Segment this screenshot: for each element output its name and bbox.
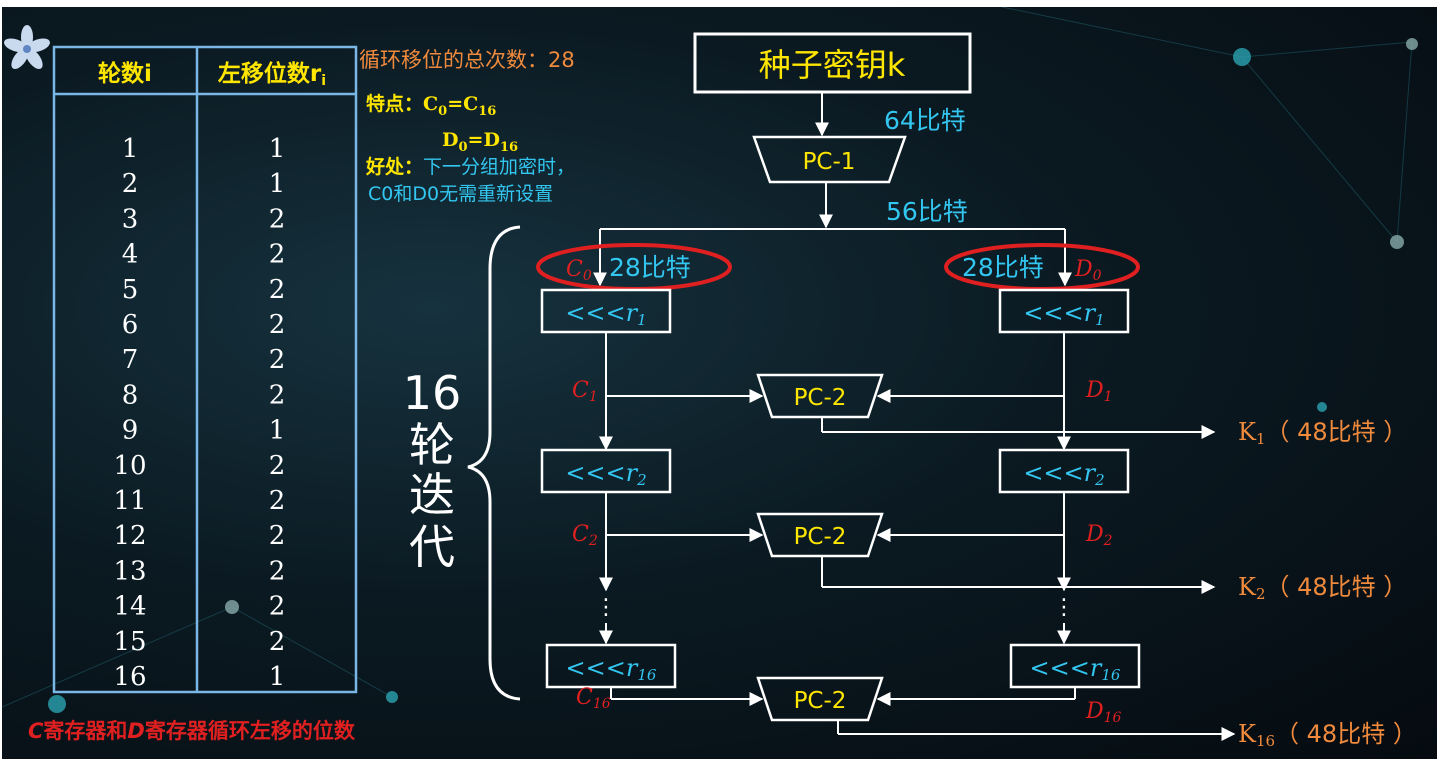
- table-cell-round: 1: [122, 134, 139, 164]
- shift-box-label: <<<r1: [1023, 299, 1104, 329]
- table-cell-round: 11: [113, 486, 146, 516]
- table-cell-round: 2: [122, 169, 139, 199]
- c-register-label: C2: [572, 522, 598, 549]
- feature-c-equation: 特点：C0=C16: [366, 93, 496, 119]
- table-cell-round: 6: [122, 310, 139, 340]
- rounds-label-char: 代: [409, 520, 455, 574]
- table-header-round: 轮数i: [98, 60, 152, 87]
- table-cell-round: 14: [113, 592, 146, 622]
- pc1-label: PC-1: [803, 149, 856, 175]
- d-register-label: D16: [1085, 699, 1122, 726]
- d-register-label: D1: [1085, 378, 1113, 405]
- table-cell-round: 15: [113, 627, 146, 657]
- ellipsis-right: ⋮: [1053, 595, 1075, 620]
- bits-56-label: 56比特: [886, 197, 968, 226]
- table-cell-shift: 2: [269, 451, 286, 481]
- table-cell-round: 5: [122, 275, 139, 305]
- table-cell-shift: 2: [269, 204, 286, 234]
- table-cell-shift: 1: [269, 169, 286, 199]
- seed-key-label: 种子密钥k: [759, 46, 906, 84]
- subkey-label: K1（ 48比特 ）: [1238, 418, 1407, 448]
- table-cell-round: 3: [122, 204, 139, 234]
- pc2-box: [756, 512, 884, 558]
- pc2-label: PC-2: [794, 688, 847, 714]
- rounds-label-char: 迭: [409, 468, 455, 522]
- table-cell-shift: 2: [269, 521, 286, 551]
- table-caption: C寄存器和D寄存器循环左移的位数: [28, 719, 356, 743]
- table-cell-round: 8: [122, 380, 139, 410]
- pc1-box: [752, 135, 907, 184]
- ellipsis-left: ⋮: [595, 595, 617, 620]
- benefit-line-2: C0和D0无需重新设置: [368, 183, 553, 205]
- shift-box-label: <<<r2: [565, 459, 646, 489]
- rounds-label-char: 16: [403, 366, 462, 420]
- shift-box-label: <<<r16: [566, 654, 657, 684]
- table-cell-shift: 2: [269, 380, 286, 410]
- table-cell-shift: 2: [269, 592, 286, 622]
- background-network: [2, 7, 1413, 708]
- table-cell-shift: 1: [269, 662, 286, 692]
- table-cell-round: 13: [113, 556, 146, 586]
- table-cell-round: 9: [122, 416, 139, 446]
- total-shifts-note: 循环移位的总次数：28: [359, 48, 575, 72]
- benefit-line-1: 好处：下一分组加密时，: [365, 155, 575, 178]
- shift-box-label: <<<r16: [1030, 654, 1121, 684]
- notes: 循环移位的总次数：28 特点：C0=C16 D0=D16 好处：下一分组加密时，…: [359, 48, 575, 205]
- c0-label: C0: [566, 257, 592, 284]
- table-border: [52, 45, 358, 694]
- table-cell-round: 4: [122, 240, 139, 270]
- feature-d-equation: D0=D16: [442, 129, 518, 155]
- table-cell-round: 7: [122, 345, 139, 375]
- c0-bits-label: 28比特: [609, 253, 691, 282]
- c-register-label: C1: [572, 378, 598, 405]
- d0-label: D0: [1074, 257, 1102, 284]
- d0-bits-label: 28比特: [962, 253, 1044, 282]
- flower-logo-icon: [4, 25, 50, 70]
- table-cell-shift: 2: [269, 556, 286, 586]
- table-header-shift: 左移位数ri: [218, 60, 326, 89]
- pc2-label: PC-2: [794, 385, 847, 411]
- subkey-label: K16（ 48比特 ）: [1238, 720, 1417, 750]
- table-cell-shift: 2: [269, 310, 286, 340]
- rounds-label-char: 轮: [409, 418, 455, 472]
- table-cell-round: 16: [113, 662, 146, 692]
- table-cell-shift: 2: [269, 275, 286, 305]
- pc2-label: PC-2: [794, 524, 847, 550]
- rounds-brace: [467, 225, 521, 701]
- table-cell-round: 10: [113, 451, 146, 481]
- c-register-label: C16: [576, 685, 611, 712]
- shift-box-label: <<<r1: [565, 299, 646, 329]
- table-cell-round: 12: [113, 521, 146, 551]
- table-cell-shift: 2: [269, 240, 286, 270]
- d-register-label: D2: [1085, 522, 1113, 549]
- table-cell-shift: 1: [269, 134, 286, 164]
- seed-key-box: [693, 32, 972, 94]
- bits-64-label: 64比特: [884, 106, 966, 135]
- table-cell-shift: 2: [269, 486, 286, 516]
- table-cell-shift: 1: [269, 416, 286, 446]
- key-schedule-flow: 种子密钥k 64比特 PC-1 56比特 C0 28比特 28比特 D0 16轮…: [403, 32, 1417, 750]
- background-dots: [48, 38, 1418, 713]
- pc2-box: [756, 373, 884, 419]
- table-cell-shift: 2: [269, 345, 286, 375]
- pc2-box: [756, 676, 884, 722]
- shift-box-label: <<<r2: [1023, 459, 1104, 489]
- subkey-label: K2（ 48比特 ）: [1238, 573, 1407, 603]
- table-cell-shift: 2: [269, 627, 286, 657]
